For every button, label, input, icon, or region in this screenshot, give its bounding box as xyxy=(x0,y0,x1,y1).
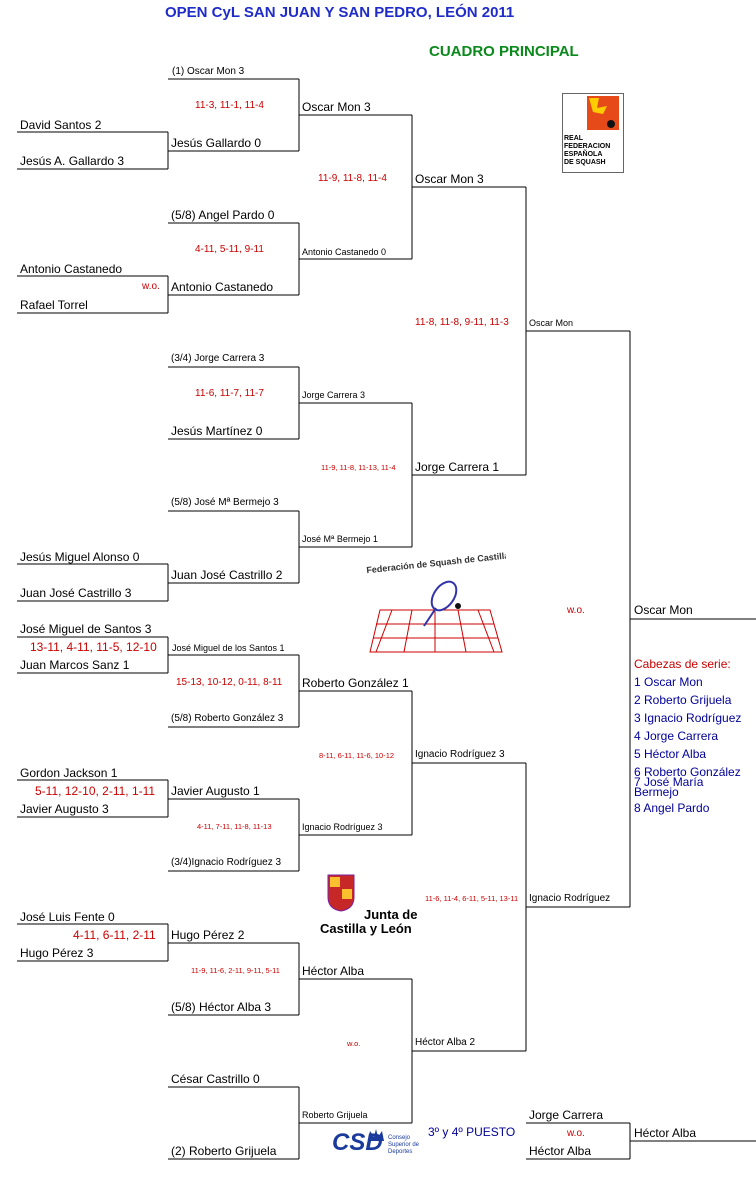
r3-player: José Mª Bermejo 1 xyxy=(302,534,378,544)
r3-score: 8-11, 6-11, 11-6, 10-12 xyxy=(319,751,395,760)
r3-player: Jorge Carrera 3 xyxy=(302,390,366,400)
page-title: OPEN CyL SAN JUAN Y SAN PEDRO, LEÓN 2011 xyxy=(165,4,515,21)
seed-item: 7 José María xyxy=(634,775,704,789)
seed-item: 4 Jorge Carrera xyxy=(634,729,719,743)
seed-item: 6 Roberto González xyxy=(634,765,741,779)
r1-player: José Miguel de Santos 3 xyxy=(20,622,152,636)
csd-subtext: Superior de xyxy=(388,1142,420,1148)
seed-item: 3 Ignacio Rodríguez xyxy=(634,711,742,725)
r5-player: Ignacio Rodríguez xyxy=(529,893,611,904)
r2-player: César Castrillo 0 xyxy=(171,1072,260,1086)
third-place-player: Héctor Alba xyxy=(529,1144,592,1158)
champion: Oscar Mon xyxy=(634,603,693,617)
r2-player: (1) Oscar Mon 3 xyxy=(172,66,245,77)
r1-score: 5-11, 12-10, 2-11, 1-11 xyxy=(35,784,156,798)
r2-player: (3/4)Ignacio Rodríguez 3 xyxy=(171,857,282,868)
r3-player: Roberto Grijuela xyxy=(302,1110,368,1120)
r4-score: 11-8, 11-8, 9-11, 11-3 xyxy=(415,317,509,328)
r2-player: Javier Augusto 1 xyxy=(171,784,260,798)
r1-player: Hugo Pérez 3 xyxy=(20,946,94,960)
jcyl-shield-icon xyxy=(327,874,355,912)
r1-player: Jesús A. Gallardo 3 xyxy=(20,154,125,168)
r2-player: Juan José Castrillo 2 xyxy=(171,568,283,582)
r2-score: 11-3, 11-1, 11-4 xyxy=(195,100,264,111)
r1-player: Juan José Castrillo 3 xyxy=(20,586,132,600)
seeds-title: Cabezas de serie: xyxy=(634,657,731,671)
jcyl-logo: Junta de Castilla y León xyxy=(320,873,418,937)
r2-player: José Miguel de los Santos 1 xyxy=(172,643,285,653)
csd-crown-icon xyxy=(368,1129,384,1141)
r2-score: 4-11, 5-11, 9-11 xyxy=(195,244,264,255)
r2-score: 11-9, 11-6, 2-11, 9-11, 5-11 xyxy=(191,966,280,975)
r2-score: 11-6, 11-7, 11-7 xyxy=(195,388,264,399)
r5-player: Oscar Mon xyxy=(529,318,574,328)
third-place-player: Jorge Carrera xyxy=(529,1108,604,1122)
r4-player: Jorge Carrera 1 xyxy=(415,460,500,474)
csd-text: CSD xyxy=(332,1129,383,1156)
r2-player: (5/8) Héctor Alba 3 xyxy=(171,1000,272,1014)
fsqcyl-logo: Federación de Squash de Castilla y León xyxy=(362,548,508,658)
r4-player: Oscar Mon 3 xyxy=(415,172,484,186)
csd-subtext: Consejo xyxy=(388,1135,411,1141)
r3-player: Antonio Castanedo 0 xyxy=(302,247,387,257)
r1-player: José Luis Fente 0 xyxy=(20,910,115,924)
rfes-text: DE SQUASH xyxy=(564,159,606,166)
r3-player: Ignacio Rodríguez 3 xyxy=(302,822,383,832)
r4-player: Héctor Alba 2 xyxy=(415,1037,476,1048)
r1-player: Juan Marcos Sanz 1 xyxy=(20,658,130,672)
r1-score: 13-11, 4-11, 11-5, 12-10 xyxy=(30,640,157,654)
r1-score: 4-11, 6-11, 2-11 xyxy=(73,928,156,942)
r1-score: w.o. xyxy=(142,281,160,292)
r1-player: Gordon Jackson 1 xyxy=(20,766,118,780)
r2-player: (3/4) Jorge Carrera 3 xyxy=(171,353,265,364)
r1-player: Jesús Miguel Alonso 0 xyxy=(20,550,140,564)
r2-player: Jesús Martínez 0 xyxy=(171,424,263,438)
jcyl-text: Castilla y León xyxy=(320,921,412,936)
csd-logo: CSD Consejo Superior de Deportes xyxy=(330,1125,422,1169)
seed-item: 2 Roberto Grijuela xyxy=(634,693,732,707)
third-place-winner: Héctor Alba xyxy=(634,1126,697,1140)
r1-player: Javier Augusto 3 xyxy=(20,802,109,816)
seed-item: 8 Angel Pardo xyxy=(634,801,710,815)
third-place-label: 3º y 4º PUESTO xyxy=(428,1125,516,1139)
r2-player: (2) Roberto Grijuela xyxy=(171,1144,277,1158)
r2-player: Antonio Castanedo xyxy=(171,280,274,294)
r2-score: 15-13, 10-12, 0-11, 8-11 xyxy=(176,677,283,688)
r2-player: (5/8) Roberto González 3 xyxy=(171,713,284,724)
r2-player: (5/8) Angel Pardo 0 xyxy=(171,208,275,222)
seed-item: 5 Héctor Alba xyxy=(634,747,707,761)
r2-player: Hugo Pérez 2 xyxy=(171,928,245,942)
rfes-text: REAL xyxy=(564,135,584,142)
seed-item: 1 Oscar Mon xyxy=(634,675,703,689)
r2-player: Jesús Gallardo 0 xyxy=(171,136,262,150)
final-score: w.o. xyxy=(567,605,585,616)
r4-score: 11-6, 11-4, 6-11, 5-11, 13-11 xyxy=(425,894,519,903)
r1-player: David Santos 2 xyxy=(20,118,102,132)
rfes-text: ESPAÑOLA xyxy=(564,151,603,158)
r2-player: (5/8) José Mª Bermejo 3 xyxy=(171,497,279,508)
r3-player: Héctor Alba xyxy=(302,964,365,978)
bracket-subtitle: CUADRO PRINCIPAL xyxy=(429,43,579,60)
r3-player: Oscar Mon 3 xyxy=(302,100,371,114)
r3-score: 11-9, 11-8, 11-4 xyxy=(318,173,387,184)
rfes-text: FEDERACION xyxy=(564,143,611,150)
r3-score: w.o. xyxy=(347,1039,361,1048)
r3-score: 11-9, 11-8, 11-13, 11-4 xyxy=(321,463,396,472)
r4-player: Ignacio Rodríguez 3 xyxy=(415,749,505,760)
r1-player: Antonio Castanedo xyxy=(20,262,123,276)
r3-player: Roberto González 1 xyxy=(302,676,409,690)
r2-score: 4-11, 7-11, 11-8, 11-13 xyxy=(197,822,272,831)
rfes-emblem-icon xyxy=(587,96,619,130)
squash-racket-icon xyxy=(369,580,503,653)
csd-subtext: Deportes xyxy=(388,1149,413,1155)
rfes-logo: REAL FEDERACION ESPAÑOLA DE SQUASH xyxy=(562,93,624,173)
third-place-score: w.o. xyxy=(567,1128,585,1139)
seeds-list: Cabezas de serie: 1 Oscar Mon 2 Roberto … xyxy=(634,657,756,817)
jcyl-text: Junta de xyxy=(364,907,418,922)
r1-player: Rafael Torrel xyxy=(20,298,88,312)
seed-item: Bermejo xyxy=(634,785,679,799)
